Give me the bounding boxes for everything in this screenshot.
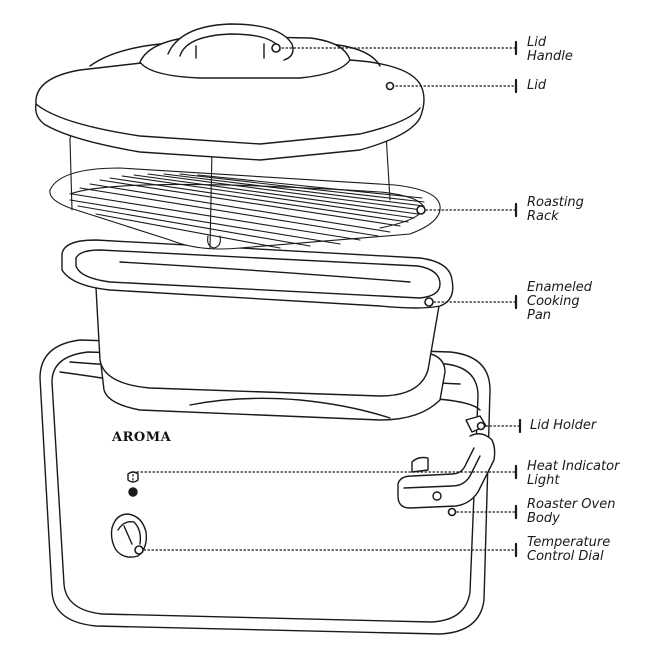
roasting-rack-drawing xyxy=(49,131,441,250)
label-line: Body xyxy=(527,511,560,526)
label-line: Lid Holder xyxy=(530,418,597,433)
dot-roasting-rack xyxy=(416,205,426,215)
label-heat-indicator-light: Heat Indicator Light xyxy=(527,460,619,488)
label-line: Rack xyxy=(527,209,559,224)
dot-lid-holder xyxy=(476,421,486,431)
label-temperature-control-dial: Temperature Control Dial xyxy=(527,536,610,564)
dot-lid xyxy=(385,81,395,91)
label-lid-handle: Lid Handle xyxy=(527,36,573,64)
label-line: Lid xyxy=(527,35,547,50)
dot-temperature-control-dial xyxy=(134,545,144,555)
leader-heat-indicator-light xyxy=(132,471,516,481)
label-line: Light xyxy=(527,473,560,488)
lid-drawing xyxy=(34,23,425,161)
callout-ticks xyxy=(514,40,522,558)
label-line: Roaster Oven xyxy=(527,497,616,512)
label-line: Control Dial xyxy=(527,549,604,564)
enameled-cooking-pan-drawing xyxy=(61,239,454,397)
label-line: Handle xyxy=(527,49,573,64)
label-line: Cooking xyxy=(527,294,580,309)
label-line: Pan xyxy=(527,308,552,323)
label-line: Heat Indicator xyxy=(527,459,620,474)
label-enameled-cooking-pan: Enameled Cooking Pan xyxy=(527,281,592,323)
label-line: Enameled xyxy=(527,280,592,295)
label-line: Roasting xyxy=(527,195,584,210)
label-roaster-oven-body: Roaster Oven Body xyxy=(527,498,615,526)
label-lid: Lid xyxy=(527,79,546,93)
label-line: Lid xyxy=(527,78,547,93)
label-roasting-rack: Roasting Rack xyxy=(527,196,584,224)
dot-enameled-cooking-pan xyxy=(424,297,434,307)
label-line: Temperature xyxy=(527,535,611,550)
brand-logo-text: AROMA xyxy=(112,430,172,445)
dot-lid-handle xyxy=(271,43,281,53)
label-lid-holder: Lid Holder xyxy=(530,419,596,433)
dot-roaster-oven-body xyxy=(447,507,457,517)
callout-lines xyxy=(132,47,520,551)
callout-dots xyxy=(134,43,486,555)
